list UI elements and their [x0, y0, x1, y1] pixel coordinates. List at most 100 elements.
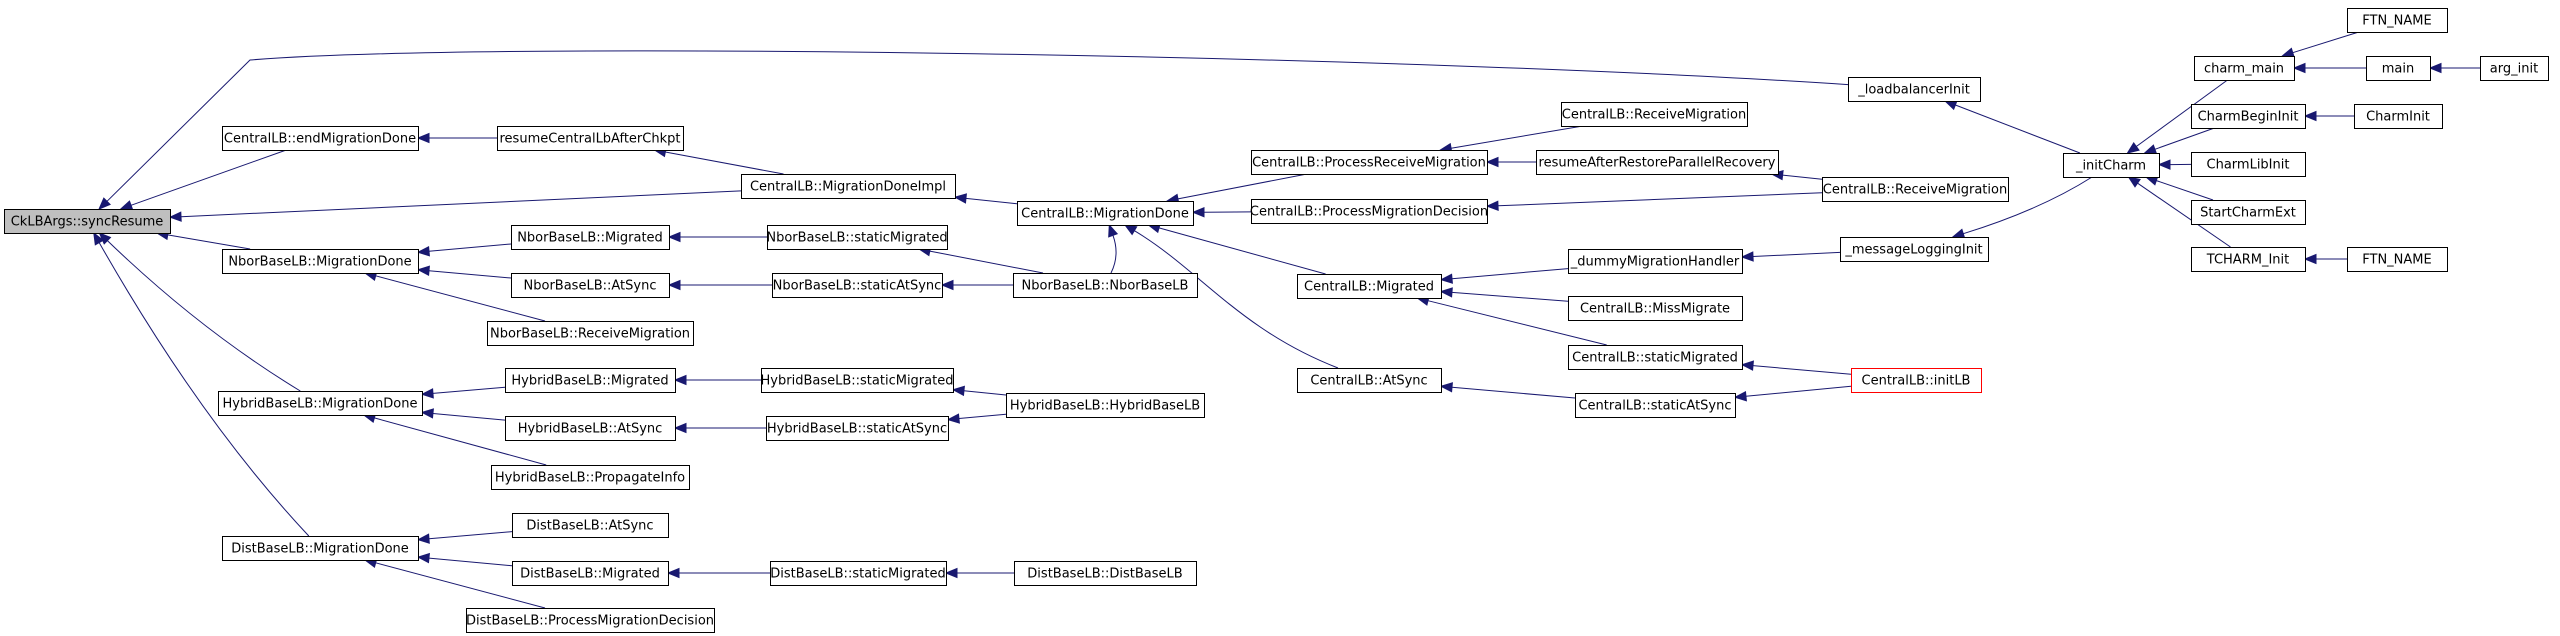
node-hyb-smig[interactable]: HybridBaseLB::staticMigrated [761, 368, 954, 393]
node-resume-prr[interactable]: resumeAfterRestoreParallelRecovery [1536, 150, 1779, 175]
node-box [1848, 77, 1981, 102]
node-dist-pmd[interactable]: DistBaseLB::ProcessMigrationDecision [466, 608, 715, 633]
node-clb-emd[interactable]: CentralLB::endMigrationDone [222, 126, 419, 151]
edge-resume_chk-to-clb_emd [416, 132, 497, 144]
node-label: arg_init [2490, 62, 2538, 77]
node-cbi[interactable]: CharmBeginInit [2191, 104, 2306, 129]
node-dist-db[interactable]: DistBaseLB::DistBaseLB [1014, 561, 1197, 586]
node-nbor-sas[interactable]: NborBaseLB::staticAtSync [772, 273, 943, 298]
node-clb-md[interactable]: CentralLB::MigrationDone [1017, 201, 1194, 226]
node-dist-mig[interactable]: DistBaseLB::Migrated [512, 561, 669, 586]
node-nbor-mig[interactable]: NborBaseLB::Migrated [511, 225, 670, 250]
node-sce[interactable]: StartCharmExt [2191, 200, 2306, 225]
node-label: CentralLB::MigrationDoneImpl [750, 180, 946, 195]
node-box [2191, 200, 2306, 225]
node-hyb-mig[interactable]: HybridBaseLB::Migrated [505, 368, 676, 393]
node-resume-chk[interactable]: resumeCentralLbAfterChkpt [497, 126, 684, 151]
node-label: TCHARM_Init [2206, 253, 2289, 268]
node-nbor-smig[interactable]: NborBaseLB::staticMigrated [766, 225, 948, 250]
arrowhead [1485, 156, 1499, 168]
node-box [1536, 150, 1779, 175]
node-box [1840, 237, 1989, 262]
node-box [1006, 393, 1205, 418]
node-clb-smig[interactable]: CentralLB::staticMigrated [1568, 345, 1743, 370]
node-dist-as[interactable]: DistBaseLB::AtSync [512, 513, 669, 538]
edge-clb_rm2-to-resume_prr [1770, 170, 1823, 181]
arrowhead [666, 567, 680, 579]
node-box [1013, 273, 1198, 298]
arrowhead [2292, 62, 2306, 74]
node-ftn1[interactable]: FTN_NAME [2347, 8, 2448, 33]
arrowhead [93, 231, 105, 246]
node-box [2480, 56, 2549, 81]
edge-charm_main-to-initcharm [2126, 79, 2228, 154]
node-nbor-md[interactable]: NborBaseLB::MigrationDone [222, 249, 419, 274]
node-dummy[interactable]: _dummyMigrationHandler [1568, 249, 1743, 274]
node-missmig[interactable]: CentralLB::MissMigrate [1568, 296, 1743, 321]
arrowhead [416, 533, 430, 544]
node-clb-prm[interactable]: CentralLB::ProcessReceiveMigration [1251, 150, 1488, 175]
arrowhead [1108, 223, 1119, 238]
node-label: charm_main [2204, 62, 2284, 77]
node-clb-rm2[interactable]: CentralLB::ReceiveMigration [1822, 177, 2009, 202]
node-box [1851, 368, 1982, 393]
node-nbor-as[interactable]: NborBaseLB::AtSync [511, 273, 670, 298]
node-tcharm[interactable]: TCHARM_Init [2191, 247, 2306, 272]
node-hyb-sas[interactable]: HybridBaseLB::staticAtSync [766, 416, 949, 441]
node-dist-smig[interactable]: DistBaseLB::staticMigrated [770, 561, 947, 586]
node-dist-md[interactable]: DistBaseLB::MigrationDone [222, 536, 419, 561]
node-nbor-rm[interactable]: NborBaseLB::ReceiveMigration [487, 321, 694, 346]
node-initcharm[interactable]: _initCharm [2063, 153, 2160, 178]
node-box [2063, 153, 2160, 178]
edge-lbinit-to-root [98, 50, 1849, 210]
node-clb-pmd[interactable]: CentralLB::ProcessMigrationDecision [1250, 199, 1488, 224]
node-nbor-nb[interactable]: NborBaseLB::NborBaseLB [1013, 273, 1198, 298]
node-hyb-as[interactable]: HybridBaseLB::AtSync [505, 416, 676, 441]
node-msglog[interactable]: _messageLoggingInit [1840, 237, 1989, 262]
node-charm-main[interactable]: charm_main [2194, 56, 2295, 81]
node-main[interactable]: main [2366, 56, 2431, 81]
arrowhead [2126, 142, 2140, 154]
node-charminit[interactable]: CharmInit [2354, 104, 2443, 129]
edge-clb_mig-to-clb_md [1147, 223, 1326, 275]
arrowhead [2428, 62, 2442, 74]
edge-dummy-to-clb_mig [1439, 268, 1569, 284]
node-lbinit[interactable]: _loadbalancerInit [1848, 77, 1981, 102]
edge-clb_rm1-to-clb_prm [1439, 125, 1583, 154]
node-hyb-pi[interactable]: HybridBaseLB::PropagateInfo [491, 465, 690, 490]
node-box [512, 513, 669, 538]
node-arg-init[interactable]: arg_init [2480, 56, 2549, 81]
edge-clb_sas-to-clb_as [1439, 382, 1576, 399]
node-box [2354, 104, 2443, 129]
edge-charminit-to-cbi [2303, 110, 2354, 122]
node-label: DistBaseLB::ProcessMigrationDecision [466, 614, 714, 629]
node-root[interactable]: CkLBArgs::syncResume [4, 209, 171, 234]
edges [93, 31, 2480, 609]
node-label: CharmInit [2366, 110, 2430, 125]
edge-clb_mdi-to-resume_chk [653, 146, 784, 175]
node-label: NborBaseLB::NborBaseLB [1022, 279, 1189, 294]
edge-main-to-charm_main [2292, 62, 2366, 74]
node-clb-rm1[interactable]: CentralLB::ReceiveMigration [1561, 102, 1748, 127]
node-ftn2[interactable]: FTN_NAME [2347, 247, 2448, 272]
arrowhead [946, 413, 960, 424]
node-clibinit[interactable]: CharmLibInit [2191, 152, 2306, 177]
arrowhead [119, 200, 134, 211]
node-hyb-md[interactable]: HybridBaseLB::MigrationDone [218, 391, 423, 416]
edge-ftn1-to-charm_main [2281, 31, 2359, 58]
node-box [741, 174, 956, 199]
node-clb-as[interactable]: CentralLB::AtSync [1297, 368, 1442, 393]
arrowhead [1439, 382, 1453, 393]
node-box [1568, 345, 1743, 370]
node-clb-mdi[interactable]: CentralLB::MigrationDoneImpl [741, 174, 956, 199]
node-label: CentralLB::initLB [1862, 374, 1971, 389]
node-label: NborBaseLB::MigrationDone [228, 255, 411, 270]
node-hyb-hb[interactable]: HybridBaseLB::HybridBaseLB [1006, 393, 1205, 418]
node-clb-mig[interactable]: CentralLB::Migrated [1297, 274, 1442, 299]
node-initlb[interactable]: CentralLB::initLB [1851, 368, 1982, 393]
edge-hyb_as-to-hyb_md [420, 408, 506, 421]
node-clb-sas[interactable]: CentralLB::staticAtSync [1575, 393, 1736, 418]
node-label: DistBaseLB::staticMigrated [770, 567, 946, 582]
edge-dist_as-to-dist_md [416, 531, 513, 544]
edge-clb_md-to-clb_mdi [953, 193, 1018, 205]
